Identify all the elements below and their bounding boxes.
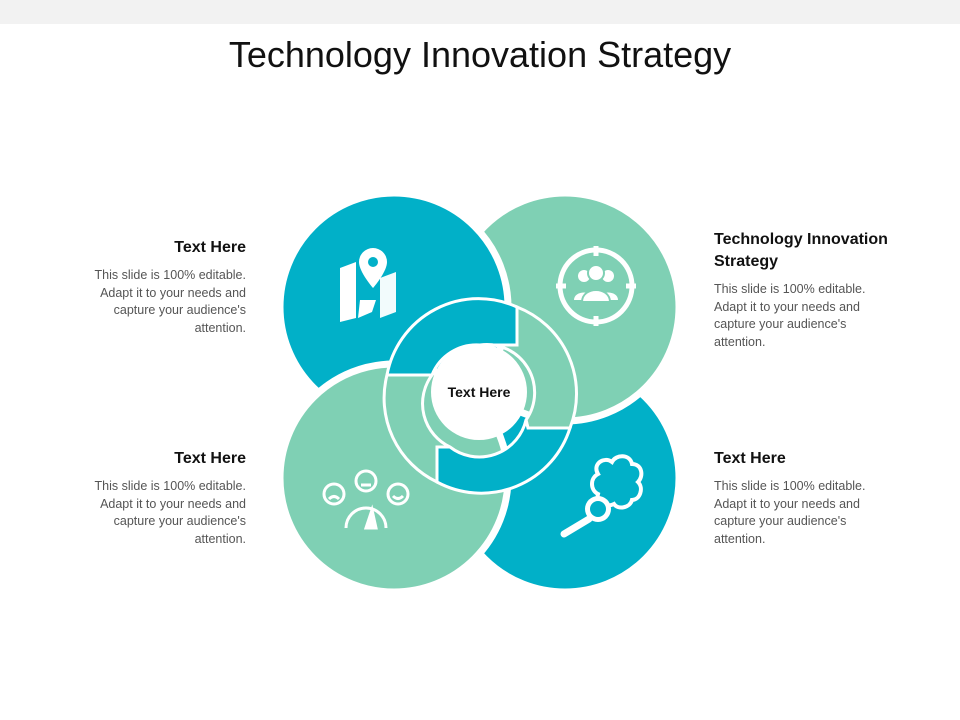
text-block-bottom-right: Text Here This slide is 100% editable. A…: [714, 448, 894, 548]
satisfaction-meter-icon: [322, 469, 410, 530]
brain-search-icon: [560, 454, 644, 538]
block-body: This slide is 100% editable. Adapt it to…: [714, 479, 866, 546]
text-block-top-right: Technology Innovation Strategy This slid…: [714, 229, 894, 351]
block-heading: Technology Innovation Strategy: [714, 231, 888, 270]
block-heading: Text Here: [174, 450, 246, 467]
slide-title: Technology Innovation Strategy: [228, 34, 732, 75]
ring-segment-bottom-left: [382, 373, 451, 485]
target-audience-icon: [556, 246, 636, 326]
block-heading: Text Here: [714, 450, 786, 467]
center-label: Text Here: [448, 384, 511, 400]
block-body: This slide is 100% editable. Adapt it to…: [94, 268, 246, 335]
top-bar: [0, 0, 960, 24]
block-body: This slide is 100% editable. Adapt it to…: [714, 282, 866, 349]
block-heading: Text Here: [174, 239, 246, 256]
block-body: This slide is 100% editable. Adapt it to…: [94, 479, 246, 546]
text-block-top-left: Text Here This slide is 100% editable. A…: [66, 237, 246, 337]
map-pin-icon: [340, 248, 396, 322]
center-hub: [431, 344, 527, 440]
center-ring: Text Here: [382, 297, 578, 495]
ring-segment-top-left: [385, 297, 519, 377]
text-block-bottom-left: Text Here This slide is 100% editable. A…: [66, 448, 246, 548]
